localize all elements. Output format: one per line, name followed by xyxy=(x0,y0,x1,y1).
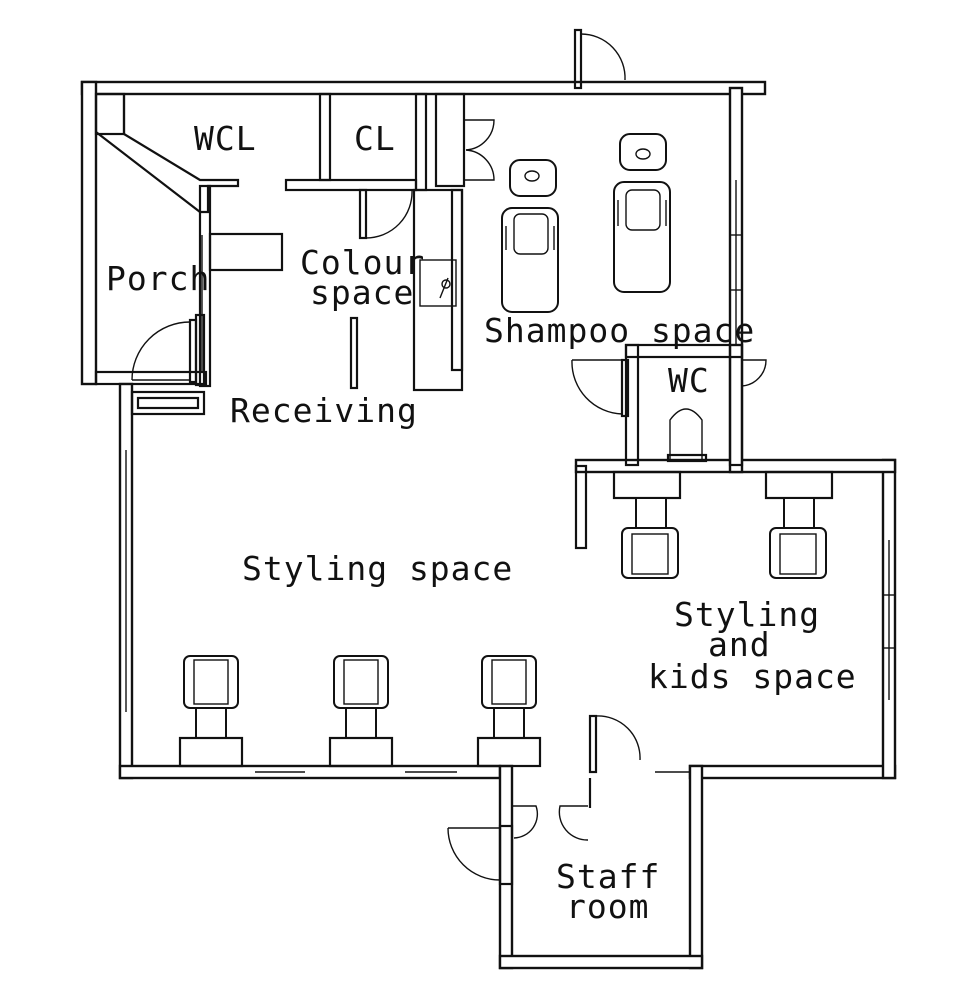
label-styling: Styling space xyxy=(242,549,513,588)
fixtures xyxy=(208,188,708,463)
label-porch: Porch xyxy=(106,259,210,298)
label-cl: CL xyxy=(354,119,396,158)
shampoo-chair-1 xyxy=(501,159,559,313)
label-receiving: Receiving xyxy=(230,391,418,430)
outer-walls xyxy=(80,80,897,970)
label-staff-2: room xyxy=(566,887,649,926)
windows xyxy=(125,180,895,773)
label-staff-1: Staff xyxy=(556,857,660,896)
label-kids-1: Styling xyxy=(674,595,820,634)
label-kids-3: kids space xyxy=(648,657,857,696)
label-wc: WC xyxy=(668,361,710,400)
shampoo-chair-2 xyxy=(613,133,671,293)
styling-chair-3 xyxy=(476,655,542,768)
styling-chair-2 xyxy=(328,655,394,768)
room-labels: WCL CL Porch Colour space Receiving Sham… xyxy=(106,119,857,926)
styling-chair-kids-2 xyxy=(764,470,834,579)
label-kids-2: and xyxy=(708,625,771,664)
label-colour-1: Colour xyxy=(300,243,425,282)
label-shampoo: Shampoo space xyxy=(484,311,755,350)
label-wcl: WCL xyxy=(194,119,257,158)
styling-chair-1 xyxy=(178,655,244,768)
styling-chair-kids-1 xyxy=(612,470,682,579)
doors xyxy=(131,28,767,886)
label-colour-2: space xyxy=(310,273,414,312)
